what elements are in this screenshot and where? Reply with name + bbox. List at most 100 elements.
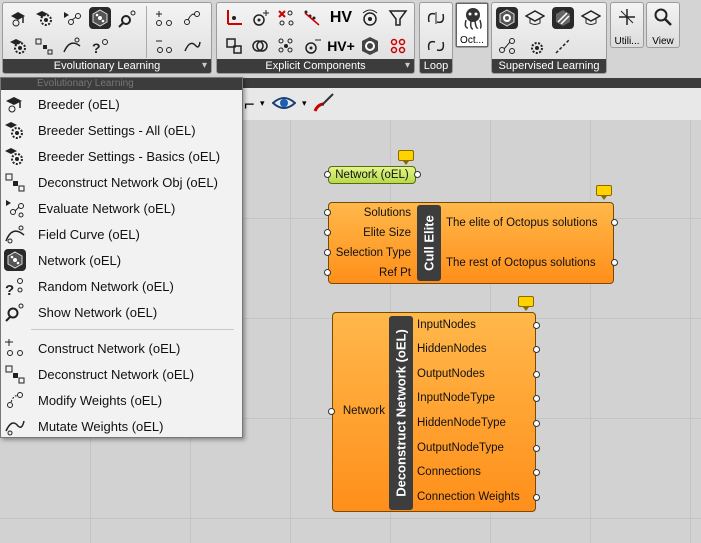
hex-network-icon — [4, 249, 28, 273]
hex-network-icon[interactable] — [89, 7, 111, 29]
graduation-cap-icon[interactable] — [580, 7, 602, 29]
menu-item[interactable]: Evaluate Network (oEL) — [1, 196, 242, 222]
cull-elite-component[interactable]: Solutions Elite Size Selection Type Ref … — [328, 202, 614, 284]
input-grip[interactable] — [324, 171, 331, 178]
output-hidden-node-type: HiddenNodeType — [417, 417, 506, 429]
gear-settings-icon[interactable] — [33, 7, 55, 29]
network-icon[interactable] — [61, 7, 83, 29]
filter-icon[interactable] — [387, 7, 409, 29]
menu-item[interactable]: ?Random Network (oEL) — [1, 274, 242, 300]
red-dots-icon[interactable] — [387, 35, 409, 57]
output-grip[interactable] — [533, 346, 540, 353]
breeder-icon — [4, 93, 28, 117]
deconstruct-icon[interactable] — [153, 35, 175, 57]
hex-gear-icon[interactable] — [496, 7, 518, 29]
output-grip[interactable] — [611, 219, 618, 226]
gear-settings-icon[interactable] — [7, 35, 29, 57]
output-grip[interactable] — [533, 445, 540, 452]
message-bubble-icon[interactable] — [596, 185, 612, 200]
svg-text:?: ? — [92, 40, 101, 56]
panel-label[interactable]: Loop — [420, 59, 452, 73]
network-icon[interactable] — [496, 35, 518, 57]
remove-points-icon[interactable] — [275, 7, 297, 29]
scatter-line-icon[interactable] — [301, 7, 323, 29]
menu-item[interactable]: Mutate Weights (oEL) — [1, 414, 242, 440]
octopus-icon — [462, 6, 484, 35]
loop-end-icon[interactable] — [425, 35, 447, 57]
output-grip[interactable] — [533, 395, 540, 402]
input-grip[interactable] — [324, 209, 331, 216]
construct-icon[interactable] — [153, 7, 175, 29]
random-network-icon[interactable]: ? — [89, 35, 111, 57]
eye-icon[interactable] — [271, 93, 297, 118]
menu-item[interactable]: Show Network (oEL) — [1, 300, 242, 326]
output-grip[interactable] — [414, 171, 421, 178]
input-grip[interactable] — [324, 229, 331, 236]
menu-item[interactable]: Construct Network (oEL) — [1, 336, 242, 362]
target-plus-icon[interactable] — [249, 7, 271, 29]
breeder-icon[interactable] — [7, 7, 29, 29]
mutate-icon — [4, 415, 28, 439]
zoom-dropdown-icon[interactable]: ⌐ — [244, 94, 255, 114]
output-grip[interactable] — [611, 259, 618, 266]
hypervolume-icon[interactable]: HV — [329, 9, 353, 26]
input-grip[interactable] — [324, 269, 331, 276]
network-param[interactable]: Network (oEL) — [328, 166, 416, 184]
panel-label[interactable]: Evolutionary Learning▾ — [3, 59, 211, 73]
menu-item[interactable]: Deconstruct Network Obj (oEL) — [1, 170, 242, 196]
mutate-icon[interactable] — [181, 35, 203, 57]
deconstruct-network-title[interactable]: Deconstruct Network (oEL) — [389, 316, 413, 510]
menu-item[interactable]: Field Curve (oEL) — [1, 222, 242, 248]
menu-item[interactable]: Breeder Settings - All (oEL) — [1, 118, 242, 144]
input-grip[interactable] — [324, 249, 331, 256]
menu-item-label: Field Curve (oEL) — [38, 227, 140, 242]
menu-item[interactable]: Modify Weights (oEL) — [1, 388, 242, 414]
overlap-circles-icon[interactable] — [249, 35, 271, 57]
output-grip[interactable] — [533, 469, 540, 476]
menu-item[interactable]: Breeder Settings - Basics (oEL) — [1, 144, 242, 170]
output-grip[interactable] — [533, 371, 540, 378]
output-grip[interactable] — [533, 494, 540, 501]
deconstruct-icon — [4, 363, 28, 387]
message-bubble-icon[interactable] — [398, 150, 414, 165]
curve-icon[interactable] — [61, 35, 83, 57]
weights-icon[interactable] — [181, 7, 203, 29]
menu-item[interactable]: Network (oEL) — [1, 248, 242, 274]
view-button[interactable]: View — [647, 3, 679, 47]
output-grip[interactable] — [533, 420, 540, 427]
chevron-down-icon[interactable]: ▾ — [260, 98, 265, 108]
diagonal-lines-icon[interactable] — [552, 35, 574, 57]
panel-label[interactable]: Explicit Components▾ — [217, 59, 414, 73]
loop-start-icon[interactable] — [425, 7, 447, 29]
graduation-cap-icon[interactable] — [524, 7, 546, 29]
panel-label[interactable]: Supervised Learning — [492, 59, 606, 73]
gear-settings-icon[interactable] — [524, 35, 546, 57]
axis-icon[interactable] — [223, 7, 245, 29]
dial-icon[interactable] — [359, 7, 381, 29]
squares-icon[interactable] — [223, 35, 245, 57]
menu-item-label: Evaluate Network (oEL) — [38, 201, 176, 216]
input-grip[interactable] — [328, 408, 335, 415]
output-connection-weights: Connection Weights — [417, 491, 520, 503]
paint-brush-icon[interactable] — [312, 92, 336, 119]
output-grip[interactable] — [533, 322, 540, 329]
message-bubble-icon[interactable] — [518, 296, 534, 311]
hypervolume-plus-icon[interactable]: HV+ — [327, 38, 355, 54]
target-minus-icon[interactable] — [301, 35, 323, 57]
hex-ring-icon[interactable] — [359, 35, 381, 57]
search-network-icon[interactable] — [117, 7, 139, 29]
view-button-label: View — [652, 36, 674, 47]
utilities-button[interactable]: Utili... — [611, 3, 643, 47]
menu-item[interactable]: Deconstruct Network (oEL) — [1, 362, 242, 388]
chevron-down-icon[interactable]: ▾ — [302, 98, 307, 108]
deconstruct-network-component[interactable]: Network Deconstruct Network (oEL) InputN… — [332, 312, 536, 512]
hex-stripes-icon[interactable] — [552, 7, 574, 29]
gear-settings-icon — [4, 119, 28, 143]
dots-cluster-icon[interactable] — [275, 35, 297, 57]
input-solutions: Solutions — [363, 207, 411, 219]
deconstruct-icon[interactable] — [33, 35, 55, 57]
octopus-button[interactable]: Oct... — [456, 3, 488, 47]
menu-item-label: Show Network (oEL) — [38, 305, 158, 320]
cull-elite-title[interactable]: Cull Elite — [417, 205, 441, 281]
menu-item[interactable]: Breeder (oEL) — [1, 92, 242, 118]
